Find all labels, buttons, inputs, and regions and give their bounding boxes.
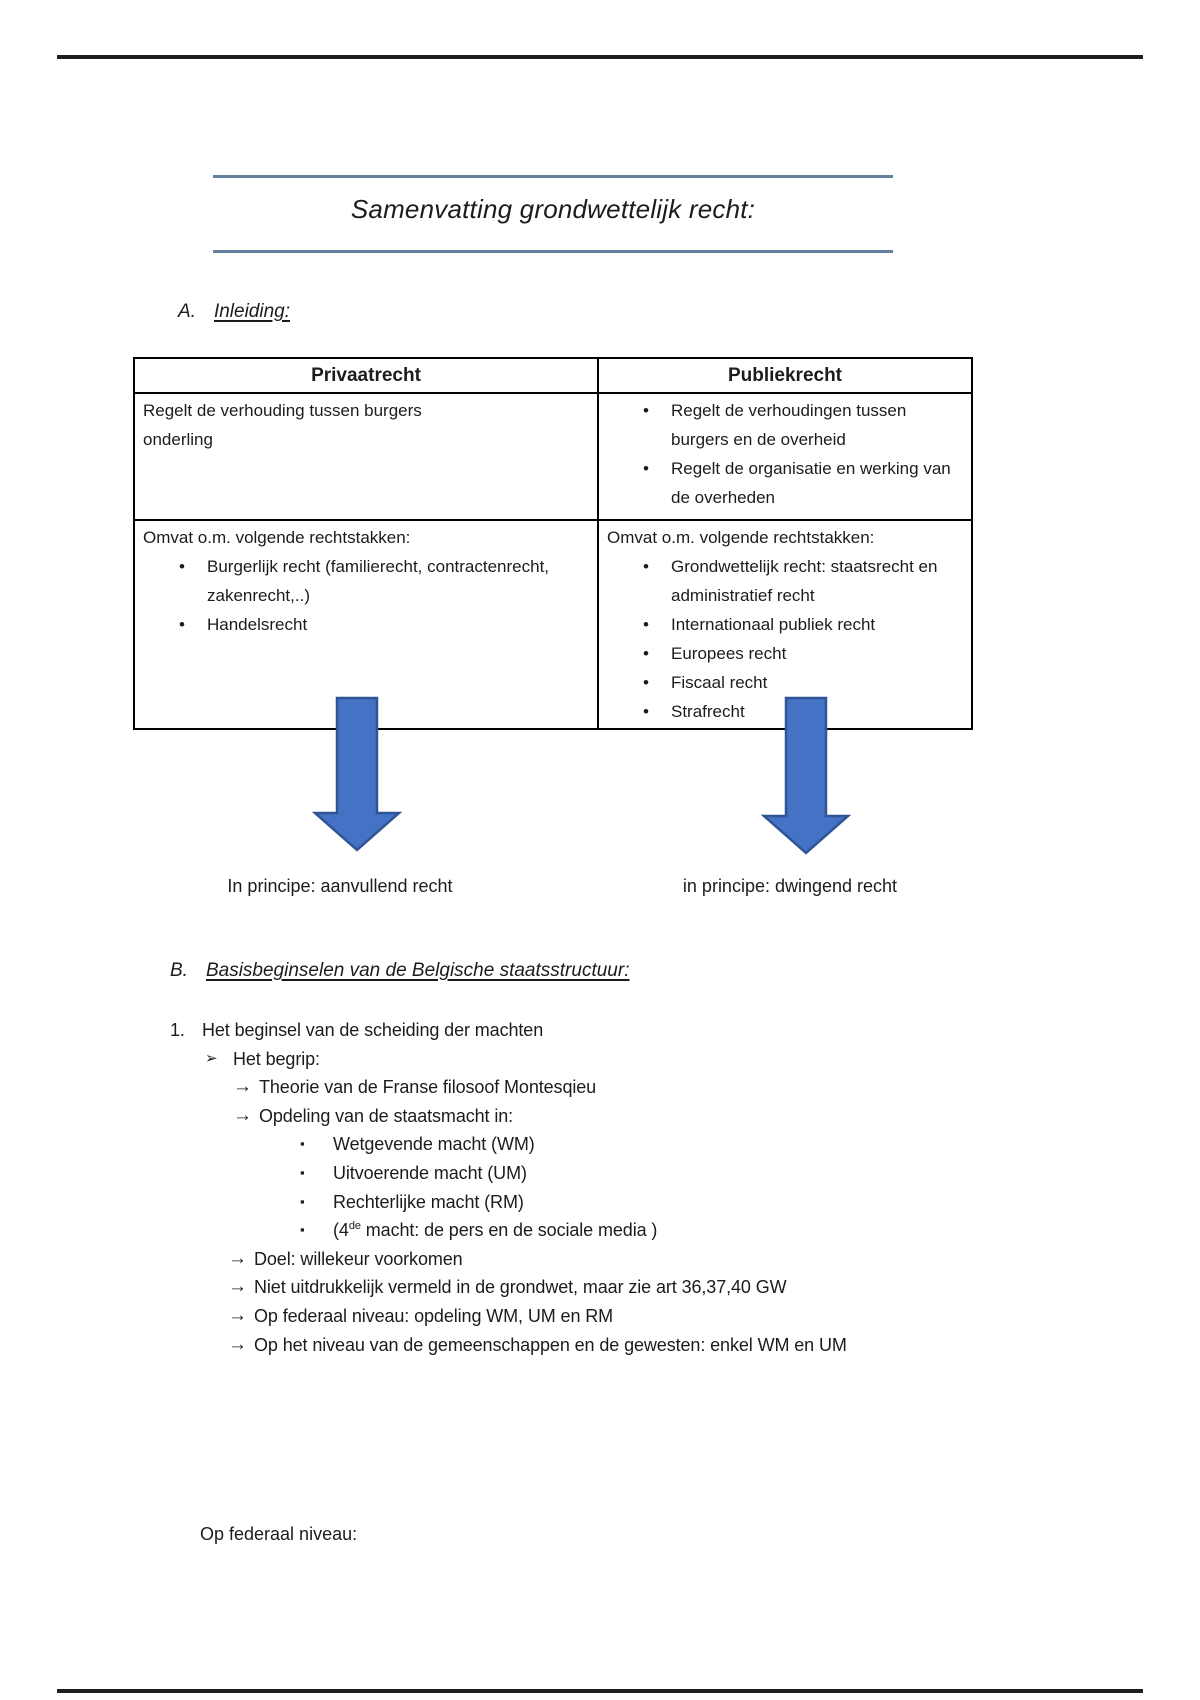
bullet-icon: • [643, 557, 649, 576]
list-item: • Fiscaal recht [643, 668, 963, 697]
bullet-icon: • [643, 644, 649, 663]
list-item-text: Internationaal publiek recht [671, 615, 876, 634]
text-part: macht: de pers en de sociale media ) [360, 1220, 658, 1241]
arrow-item-text: Niet uitdrukkelijk vermeld in de grondwe… [254, 1277, 787, 1298]
bullet-icon: • [643, 702, 649, 721]
square-item-text: (4de macht: de pers en de sociale media … [333, 1216, 657, 1245]
square-bullet-icon: ▪ [300, 1164, 305, 1180]
arrow-bullet-icon: → [233, 1076, 252, 1098]
chevron-bullet-icon: ➢ [205, 1049, 218, 1067]
numbered-item: 1. Het beginsel van de scheiding der mac… [170, 1016, 1030, 1045]
arrow-bullet-icon: → [228, 1333, 247, 1355]
arrow-caption-left: In principe: aanvullend recht [227, 876, 453, 896]
text-part: (4 [333, 1220, 349, 1241]
arrow-item: → Doel: willekeur voorkomen [170, 1245, 1030, 1274]
page-bottom-border [57, 1689, 1143, 1693]
title-rule-top [213, 175, 893, 178]
bullet-icon: • [643, 673, 649, 692]
arrow-caption-right: in principe: dwingend recht [682, 876, 898, 896]
arrow-item-text: Theorie van de Franse filosoof Montesqie… [259, 1077, 597, 1098]
list-item: • Regelt de verhoudingen tussen burgers … [643, 396, 963, 454]
bullet-icon: • [179, 557, 185, 576]
list-item: • Strafrecht [643, 697, 963, 726]
item-text: Het beginsel van de scheiding der machte… [202, 1020, 544, 1040]
list-item-text: Burgerlijk recht (familierecht, contract… [207, 557, 550, 605]
square-item-text: Uitvoerende macht (UM) [333, 1162, 527, 1183]
list-item: • Regelt de organisatie en werking van d… [643, 454, 963, 512]
list-item-text: Europees recht [671, 644, 787, 663]
arrow-item-text: Opdeling van de staatsmacht in: [259, 1105, 514, 1126]
table-header-privaatrecht: Privaatrecht [133, 357, 599, 394]
table-header-publiekrecht: Publiekrecht [597, 357, 973, 394]
section-a-heading: A. Inleiding: [178, 301, 290, 323]
square-item: ▪ Rechterlijke macht (RM) [170, 1188, 1030, 1217]
list-item-text: Strafrecht [671, 702, 745, 721]
square-item: ▪ Wetgevende macht (WM) [170, 1130, 1030, 1159]
title-rule-bottom [213, 250, 893, 253]
list-item-text: Grondwettelijk recht: staatsrecht en adm… [671, 557, 938, 605]
arrow-item-text: Op het niveau van de gemeenschappen en d… [254, 1334, 847, 1355]
arrow-item-text: Op federaal niveau: opdeling WM, UM en R… [254, 1305, 614, 1326]
arrow-item-text: Doel: willekeur voorkomen [254, 1248, 463, 1269]
sub-item-text: Het begrip: [233, 1048, 320, 1069]
item-number: 1. [170, 1020, 185, 1040]
arrow-bullet-icon: → [228, 1304, 247, 1326]
bullet-icon: • [643, 459, 649, 478]
list-item-text: Fiscaal recht [671, 673, 768, 692]
document-title: Samenvatting grondwettelijk recht: [350, 194, 756, 224]
cell-text: Regelt de verhouding tussen burgers onde… [143, 401, 422, 449]
cell-intro: Omvat o.m. volgende rechtstakken: [143, 528, 411, 547]
arrow-bullet-icon: → [233, 1104, 252, 1126]
square-item-text: Wetgevende macht (WM) [333, 1134, 535, 1155]
table-cell-publiekrecht-definition: • Regelt de verhoudingen tussen burgers … [597, 392, 973, 521]
list-item: • Internationaal publiek recht [643, 610, 963, 639]
footer-note: Op federaal niveau: [200, 1524, 358, 1544]
superscript-text: de [348, 1220, 361, 1233]
list-item-text: Regelt de verhoudingen tussen burgers en… [671, 401, 907, 449]
list-item: • Burgerlijk recht (familierecht, contra… [179, 552, 589, 610]
sub-item: ➢ Het begrip: [170, 1045, 1030, 1074]
down-arrow-icon-left [311, 696, 403, 852]
square-item: ▪ Uitvoerende macht (UM) [170, 1159, 1030, 1188]
arrow-bullet-icon: → [228, 1276, 247, 1298]
table-cell-privaatrecht-definition: Regelt de verhouding tussen burgers onde… [133, 392, 599, 521]
square-bullet-icon: ▪ [300, 1136, 305, 1152]
bullet-icon: • [179, 615, 185, 634]
arrow-item: → Theorie van de Franse filosoof Montesq… [170, 1073, 1030, 1102]
list-item-text: Regelt de organisatie en werking van de … [671, 459, 951, 507]
section-b-label: B. [170, 960, 188, 981]
separation-of-powers-list: 1. Het beginsel van de scheiding der mac… [170, 1016, 1030, 1359]
arrow-bullet-icon: → [228, 1247, 247, 1269]
table-cell-privaatrecht-branches: Omvat o.m. volgende rechtstakken: • Burg… [133, 519, 599, 730]
square-item-fourth-power: ▪ (4de macht: de pers en de sociale medi… [170, 1216, 1030, 1245]
list-item: • Grondwettelijk recht: staatsrecht en a… [643, 552, 963, 610]
arrow-item: → Op federaal niveau: opdeling WM, UM en… [170, 1302, 1030, 1331]
arrow-item: → Op het niveau van de gemeenschappen en… [170, 1331, 1030, 1360]
section-a-label: A. [178, 301, 196, 322]
down-arrow-icon-right [760, 696, 852, 855]
bullet-icon: • [643, 615, 649, 634]
arrow-item: → Opdeling van de staatsmacht in: [170, 1102, 1030, 1131]
bullet-icon: • [643, 401, 649, 420]
cell-intro: Omvat o.m. volgende rechtstakken: [607, 528, 875, 547]
comparison-table: Privaatrecht Publiekrecht Regelt de verh… [133, 357, 973, 730]
section-b-heading: B. Basisbeginselen van de Belgische staat… [170, 960, 629, 982]
list-item: • Europees recht [643, 639, 963, 668]
page-top-border [57, 55, 1143, 59]
square-item-text: Rechterlijke macht (RM) [333, 1191, 524, 1212]
square-bullet-icon: ▪ [300, 1222, 305, 1238]
list-item: • Handelsrecht [179, 610, 589, 639]
section-a-title: Inleiding: [213, 301, 291, 322]
section-b-title: Basisbeginselen van de Belgische staatss… [205, 960, 630, 981]
arrow-item: → Niet uitdrukkelijk vermeld in de grond… [170, 1273, 1030, 1302]
list-item-text: Handelsrecht [207, 615, 308, 634]
square-bullet-icon: ▪ [300, 1193, 305, 1209]
